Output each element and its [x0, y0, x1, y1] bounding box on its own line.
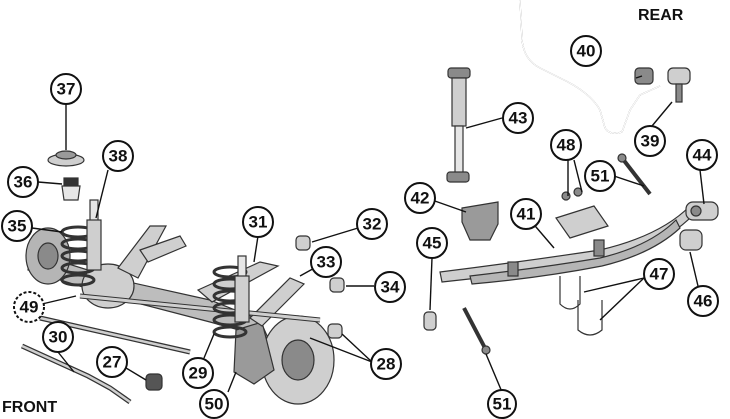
callout-46: 46	[687, 285, 719, 317]
callout-37-number: 37	[57, 80, 76, 99]
spring-bracket	[461, 201, 499, 241]
rear-shock-absorber	[446, 67, 471, 183]
callout-40-number: 40	[577, 42, 596, 61]
callout-28: 28	[370, 348, 402, 380]
track-bar	[79, 293, 321, 323]
callout-33-number: 33	[317, 253, 336, 272]
callout-33: 33	[310, 246, 342, 278]
callout-31: 31	[242, 206, 274, 238]
callout-38-number: 38	[109, 147, 128, 166]
front-axle-assembly	[25, 227, 335, 405]
callout-49: 49	[13, 291, 45, 323]
callout-28-number: 28	[377, 355, 396, 374]
bushing-34	[329, 277, 345, 293]
callout-27-number: 27	[103, 353, 122, 372]
stabilizer-link	[667, 67, 691, 103]
callout-30-number: 30	[49, 328, 68, 347]
callout-41: 41	[510, 198, 542, 230]
callout-50-number: 50	[205, 395, 224, 414]
callout-27: 27	[96, 346, 128, 378]
callout-34-number: 34	[381, 278, 400, 297]
u-bolts	[559, 276, 603, 336]
callout-44-number: 44	[693, 146, 712, 165]
callout-43-number: 43	[509, 109, 528, 128]
callout-44: 44	[686, 139, 718, 171]
callout-48-number: 48	[557, 136, 576, 155]
bushing-28	[327, 323, 343, 339]
stabilizer-bushing	[634, 67, 654, 85]
callout-47-number: 47	[650, 265, 669, 284]
callout-39: 39	[634, 125, 666, 157]
callout-43: 43	[502, 102, 534, 134]
callout-34: 34	[374, 271, 406, 303]
callout-36: 36	[7, 166, 39, 198]
bolt-lower	[462, 307, 491, 355]
rear-label: REAR	[638, 7, 684, 24]
callout-29: 29	[182, 357, 214, 389]
callout-45: 45	[416, 227, 448, 259]
leader-lines	[31, 75, 705, 393]
callout-38: 38	[102, 140, 134, 172]
callout-45-number: 45	[423, 234, 442, 253]
callout-31-number: 31	[249, 213, 268, 232]
callout-40: 40	[570, 35, 602, 67]
rear-stabilizer-bar	[519, 0, 661, 134]
callout-36-number: 36	[14, 173, 33, 192]
callout-41-number: 41	[517, 205, 536, 224]
callout-51-upper: 51	[584, 160, 616, 192]
front-stabilizer-bushing	[145, 373, 163, 391]
callout-32-number: 32	[363, 215, 382, 234]
callout-42: 42	[404, 182, 436, 214]
shackle-bushing	[679, 229, 703, 251]
callout-51-upper-number: 51	[591, 167, 610, 186]
callout-30: 30	[42, 321, 74, 353]
callout-29-number: 29	[189, 364, 208, 383]
callout-35-number: 35	[8, 217, 27, 236]
callout-37: 37	[50, 73, 82, 105]
front-shock-absorber-right	[234, 255, 250, 323]
bolt-upper	[617, 153, 652, 196]
callout-35: 35	[1, 210, 33, 242]
callout-46-number: 46	[694, 292, 713, 311]
callout-42-number: 42	[411, 189, 430, 208]
bushing-32	[295, 235, 311, 251]
callout-51-lower: 51	[487, 389, 517, 419]
rear-bushing-small	[423, 311, 437, 331]
front-coil-spring-left	[60, 225, 96, 287]
spring-shackle	[685, 201, 719, 221]
spring-isolator	[47, 150, 85, 167]
front-label: FRONT	[2, 399, 57, 416]
callout-47: 47	[643, 258, 675, 290]
spring-plate	[555, 187, 609, 239]
front-shock-absorber-left	[86, 199, 102, 271]
callout-51-lower-number: 51	[493, 395, 512, 414]
callout-48: 48	[550, 129, 582, 161]
jounce-bumper	[61, 177, 81, 201]
callout-49-number: 49	[20, 298, 39, 317]
callout-39-number: 39	[641, 132, 660, 151]
callout-50: 50	[199, 389, 229, 419]
callout-32: 32	[356, 208, 388, 240]
